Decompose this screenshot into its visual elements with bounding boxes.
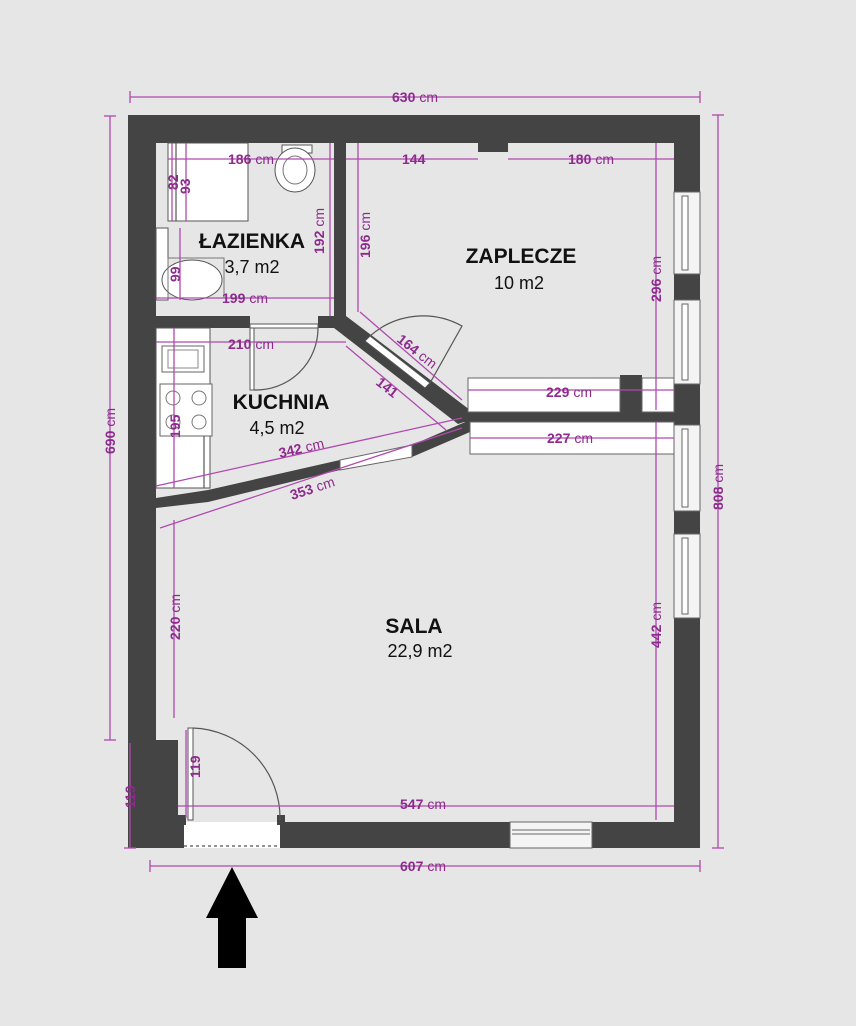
dim-kuchnia-195: 195 bbox=[167, 414, 183, 438]
room-labels: ŁAZIENKA 3,7 m2 ZAPLECZE 10 m2 KUCHNIA 4… bbox=[199, 230, 577, 661]
stove-burner-icon bbox=[165, 390, 181, 406]
kitchen-fixtures bbox=[155, 327, 213, 489]
bottom-window bbox=[509, 821, 593, 849]
zaplecze-door bbox=[364, 315, 463, 389]
dim-zaplecze-196: 196cm bbox=[357, 212, 373, 258]
dim-zaplecze-144: 144 bbox=[402, 151, 426, 167]
dim-sala-442: 442cm bbox=[648, 602, 664, 648]
right-windows bbox=[673, 191, 701, 619]
dim-door-119: 119 bbox=[187, 755, 203, 778]
dim-lazienka-99: 99 bbox=[167, 266, 183, 282]
room-area-zaplecze: 10 m2 bbox=[494, 273, 544, 293]
room-name-kuchnia: KUCHNIA bbox=[233, 391, 330, 414]
dim-left-total: 690cm bbox=[102, 408, 118, 454]
room-name-sala: SALA bbox=[385, 615, 442, 638]
dim-sala-220: 220cm bbox=[167, 594, 183, 640]
dimension-lines bbox=[104, 91, 724, 872]
dim-diag-353: 353cm bbox=[288, 473, 337, 502]
room-name-zaplecze: ZAPLECZE bbox=[466, 245, 577, 268]
room-area-kuchnia: 4,5 m2 bbox=[249, 418, 304, 438]
entrance-arrow-icon bbox=[206, 867, 258, 968]
dim-lazienka-height: 192cm bbox=[311, 208, 327, 254]
entrance-opening bbox=[184, 822, 280, 848]
outer-walls bbox=[128, 115, 700, 848]
dim-diag-342: 342cm bbox=[277, 435, 325, 461]
dim-entrance-side: 119 bbox=[122, 785, 138, 808]
room-area-lazienka: 3,7 m2 bbox=[224, 257, 279, 277]
room-area-sala: 22,9 m2 bbox=[387, 641, 452, 661]
entrance-door bbox=[187, 727, 281, 821]
sink-icon bbox=[161, 259, 223, 301]
bathroom-fixtures bbox=[155, 142, 316, 301]
dim-lazienka-93: 93 bbox=[177, 178, 193, 194]
dim-zaplecze-296: 296cm bbox=[648, 256, 664, 302]
dim-lazienka-82: 82 bbox=[165, 174, 181, 190]
kitchen-sliding-door bbox=[339, 444, 413, 471]
dim-diag-141: 141 bbox=[373, 374, 401, 401]
dim-right-total: 808cm bbox=[710, 464, 726, 510]
room-name-lazienka: ŁAZIENKA bbox=[199, 230, 305, 253]
toilet-icon bbox=[274, 147, 316, 193]
lazienka-door bbox=[249, 323, 319, 391]
